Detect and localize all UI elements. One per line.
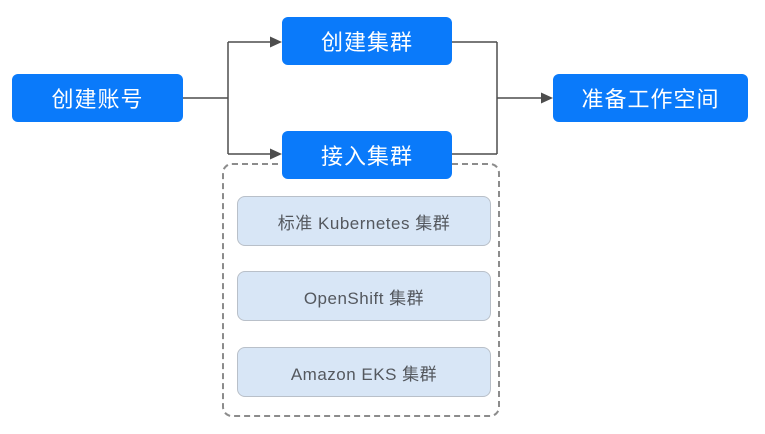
node-create-account: 创建账号 [12,74,183,122]
cluster-type-openshift: OpenShift 集群 [237,271,491,321]
cluster-type-standard-kubernetes: 标准 Kubernetes 集群 [237,196,491,246]
arrowhead-connect [270,148,282,160]
node-create-cluster: 创建集群 [282,17,452,65]
node-prepare-workspace: 准备工作空间 [553,74,748,122]
cluster-type-amazon-eks: Amazon EKS 集群 [237,347,491,397]
arrowhead-create [270,36,282,48]
node-connect-cluster: 接入集群 [282,131,452,179]
arrowhead-workspace [541,92,553,104]
